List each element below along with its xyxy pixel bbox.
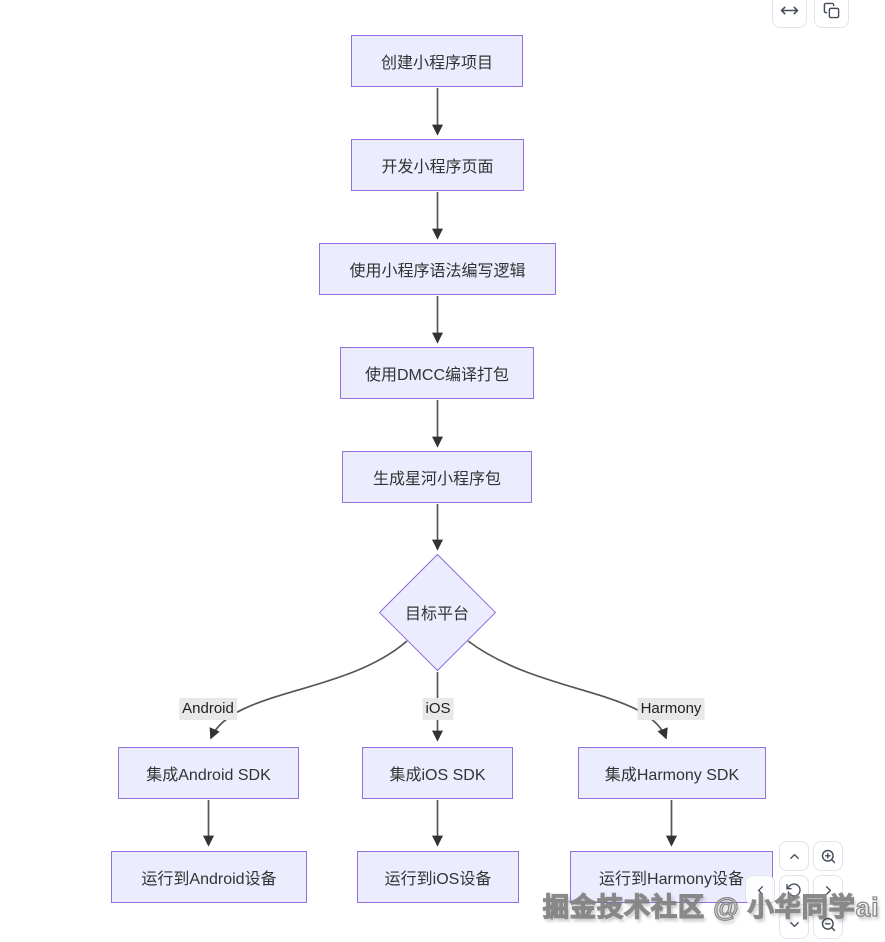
copy-button[interactable] — [814, 0, 849, 28]
pan-down-button[interactable] — [779, 909, 809, 939]
pan-right-button[interactable] — [813, 875, 843, 905]
node-label: 集成Harmony SDK — [604, 767, 740, 784]
node-label: 开发小程序页面 — [381, 159, 494, 176]
node-generate-package: 生成星河小程序包 — [342, 451, 532, 503]
edge-decision-harmony — [467, 640, 668, 740]
node-create-project: 创建小程序项目 — [351, 35, 523, 87]
pan-up-button[interactable] — [779, 841, 809, 871]
node-android-sdk: 集成Android SDK — [118, 747, 299, 799]
pan-left-button[interactable] — [745, 875, 775, 905]
edge-decision-android — [209, 640, 408, 740]
node-label: 创建小程序项目 — [380, 55, 493, 72]
node-ios-sdk: 集成iOS SDK — [362, 747, 513, 799]
expand-width-button[interactable] — [772, 0, 807, 28]
node-ios-run: 运行到iOS设备 — [357, 851, 519, 903]
edge-label-ios: iOS — [422, 698, 454, 720]
pan-up-icon — [789, 853, 799, 859]
zoom-in-button[interactable] — [813, 841, 843, 871]
edge-label-android: Android — [179, 698, 237, 720]
pan-right-icon — [825, 885, 831, 895]
node-write-logic: 使用小程序语法编写逻辑 — [319, 243, 556, 295]
copy-icon — [823, 2, 840, 19]
pan-down-icon — [789, 921, 799, 927]
zoom-out-button[interactable] — [813, 909, 843, 939]
reset-view-icon — [786, 883, 801, 897]
node-harmony-run: 运行到Harmony设备 — [570, 851, 773, 903]
reset-view-button[interactable] — [779, 875, 809, 905]
node-android-run: 运行到Android设备 — [111, 851, 307, 903]
node-develop-pages: 开发小程序页面 — [351, 139, 524, 191]
pan-left-icon — [757, 885, 763, 895]
edge-label-harmony: Harmony — [637, 698, 705, 720]
move-horizontal-icon — [780, 6, 799, 15]
node-label: 运行到Android设备 — [141, 871, 277, 888]
node-harmony-sdk: 集成Harmony SDK — [578, 747, 766, 799]
zoom-in-icon — [821, 849, 835, 863]
node-label: 运行到iOS设备 — [384, 871, 492, 888]
zoom-out-icon — [821, 917, 835, 931]
node-label: 使用DMCC编译打包 — [365, 367, 509, 384]
node-label: 集成Android SDK — [146, 767, 271, 784]
node-label: 运行到Harmony设备 — [599, 871, 744, 888]
node-dmcc-compile: 使用DMCC编译打包 — [340, 347, 534, 399]
node-label: 生成星河小程序包 — [372, 471, 501, 488]
node-label: 使用小程序语法编写逻辑 — [349, 263, 526, 280]
node-label: 目标平台 — [404, 606, 470, 623]
node-label: 集成iOS SDK — [389, 767, 486, 784]
